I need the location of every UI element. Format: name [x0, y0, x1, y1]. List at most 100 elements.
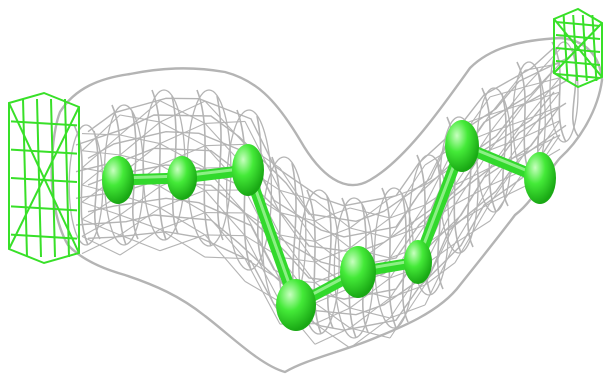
mesh-diagonal: [349, 197, 391, 229]
mesh-diagonal: [524, 134, 561, 154]
mesh-diagonal: [349, 297, 391, 329]
right-cap-wire: [555, 73, 601, 79]
mesh-diagonal: [389, 184, 426, 239]
mesh-diagonal: [119, 154, 161, 166]
mesh-diagonal: [119, 234, 161, 252]
mesh-diagonal: [454, 185, 491, 244]
left-cap-wire: [8, 106, 80, 250]
atom-ball: [404, 240, 432, 284]
mesh-diagonal: [524, 120, 561, 138]
left-cap-wire: [50, 98, 56, 258]
mesh-ring: [298, 189, 340, 335]
right-cap-wire: [555, 47, 601, 53]
atom-balls: [102, 120, 556, 331]
mesh-ring: [439, 116, 479, 254]
mesh-diagonal: [314, 327, 351, 345]
atom-ball: [276, 279, 316, 331]
mesh-diagonal: [119, 185, 161, 216]
mesh-diagonal: [524, 77, 561, 121]
right-cap-wire: [555, 34, 601, 40]
mesh-strand: [87, 47, 555, 207]
right-end-density-mesh: [553, 7, 603, 89]
mesh-diagonal: [279, 234, 316, 283]
mesh-diagonal: [489, 69, 526, 115]
mesh-diagonal: [159, 234, 206, 252]
mesh-diagonal: [204, 234, 246, 237]
mesh-diagonal: [204, 120, 246, 124]
mesh-diagonal: [489, 152, 526, 204]
mesh-diagonal: [314, 307, 351, 325]
mesh-diagonal: [119, 121, 161, 156]
mesh-diagonal: [81, 150, 121, 156]
mesh-diagonal: [119, 228, 161, 256]
atom-ball: [524, 152, 556, 204]
mesh-diagonal: [454, 167, 491, 225]
mesh-diagonal: [81, 114, 121, 152]
mesh-diagonal: [524, 105, 561, 154]
mesh-diagonal: [159, 122, 206, 145]
mesh-diagonal: [349, 317, 391, 349]
mesh-diagonal: [244, 280, 281, 303]
mesh-diagonal: [119, 207, 161, 236]
mesh-diagonal: [119, 214, 161, 230]
mesh-diagonal: [279, 189, 316, 201]
mesh-diagonal: [314, 207, 351, 222]
left-cap-wire: [64, 98, 70, 258]
mesh-diagonal: [279, 190, 316, 242]
left-cap-wire: [10, 233, 78, 240]
mesh-diagonal: [314, 227, 351, 242]
mesh-rib: [501, 93, 509, 207]
mesh-diagonal: [279, 234, 316, 242]
right-cap-wire: [572, 14, 579, 82]
mesh-strand: [75, 58, 567, 223]
mesh-diagonal: [81, 134, 121, 169]
mesh-diagonal: [314, 247, 351, 263]
mesh-diagonal: [119, 134, 161, 145]
mesh-diagonal: [81, 201, 121, 216]
left-cap-wire: [10, 205, 78, 212]
right-cap-wire: [581, 14, 588, 82]
mesh-strand: [87, 69, 555, 238]
mesh-diagonal: [389, 164, 426, 219]
mesh-diagonal: [489, 169, 526, 222]
atom-ball: [167, 156, 197, 200]
mesh-diagonal: [424, 223, 456, 286]
mesh-diagonal: [524, 91, 561, 137]
right-cap-wire: [553, 22, 603, 74]
mesh-diagonal: [279, 256, 316, 263]
mesh-strand: [75, 80, 567, 254]
mesh-diagonal: [81, 133, 121, 136]
mesh-diagonal: [524, 105, 561, 121]
mesh-diagonal: [489, 103, 526, 151]
mesh-diagonal: [279, 167, 316, 222]
right-cap-wire: [555, 21, 601, 27]
mesh-diagonal: [389, 204, 426, 259]
atom-ball: [102, 156, 134, 204]
mesh-diagonal: [81, 214, 121, 237]
left-cap-wire: [10, 120, 78, 127]
mesh-diagonal: [489, 86, 526, 133]
mesh-diagonal: [349, 217, 391, 249]
mesh-ring: [549, 41, 579, 143]
mesh-diagonal: [159, 212, 206, 230]
mesh-diagonal: [524, 91, 561, 104]
mesh-diagonal: [244, 258, 281, 281]
mesh-diagonal: [389, 284, 426, 339]
mesh-diagonal: [159, 100, 206, 123]
left-cap-wire: [10, 148, 78, 155]
mesh-diagonal: [81, 235, 121, 256]
mesh-diagonal: [81, 218, 121, 236]
mesh-diagonal: [524, 77, 561, 88]
mesh-diagonal: [81, 234, 121, 255]
mesh-diagonal: [159, 145, 206, 166]
atom-ball: [340, 246, 376, 298]
density-mesh-wires: [68, 41, 579, 349]
mesh-diagonal: [454, 202, 491, 263]
atom-ball: [445, 120, 479, 172]
mesh-diagonal: [119, 100, 161, 136]
mesh-diagonal: [349, 277, 391, 309]
mesh-diagonal: [314, 287, 351, 304]
left-cap-wire: [36, 98, 42, 258]
